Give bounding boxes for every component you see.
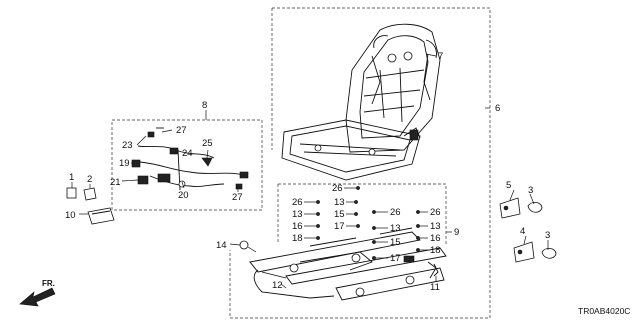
clip-part-1 [66, 187, 77, 199]
callout-col1-16: 16 [292, 221, 303, 232]
harness-group-box [111, 119, 263, 211]
front-direction-arrow-icon: FR. [19, 279, 56, 307]
rail-group-box [277, 183, 447, 244]
callout-col4-26: 26 [430, 207, 441, 218]
callout-col4-13: 13 [430, 221, 441, 232]
callout-3b: 3 [545, 230, 550, 241]
leader-lines [71, 53, 549, 289]
clip-part-11 [433, 263, 439, 277]
callout-11: 11 [430, 282, 440, 293]
callout-24: 24 [182, 148, 193, 159]
callout-7: 7 [438, 51, 443, 62]
callout-6: 6 [495, 103, 500, 114]
front-direction-label: FR. [42, 279, 55, 288]
callout-col2-26: 26 [332, 183, 343, 194]
callout-col2-13: 13 [334, 197, 345, 208]
callout-col1-18: 18 [292, 233, 303, 244]
seat-slide-rails [249, 227, 447, 301]
callout-10: 10 [65, 210, 76, 221]
callout-col3-15: 15 [390, 237, 401, 248]
callout-3a: 3 [528, 185, 533, 196]
callout-col4-18: 18 [430, 245, 441, 256]
connector-part-10 [87, 207, 115, 225]
callout-12: 12 [272, 280, 283, 291]
callout-20: 20 [178, 190, 189, 201]
cap-part-3b [541, 248, 557, 259]
bolt-part-14 [239, 240, 257, 253]
callout-col3-17: 17 [390, 253, 401, 264]
callout-9: 9 [454, 227, 459, 238]
cover-part-4 [513, 241, 535, 263]
wire-harness [131, 127, 249, 191]
callout-25: 25 [202, 138, 213, 149]
callout-23: 23 [122, 140, 133, 151]
callout-col1-13: 13 [292, 209, 303, 220]
cap-part-3a [527, 202, 543, 213]
callout-4: 4 [520, 226, 525, 237]
callout-21: 21 [110, 177, 121, 188]
callout-5: 5 [506, 180, 511, 191]
callout-27a: 27 [176, 125, 187, 136]
clip-part-2 [83, 187, 97, 201]
callout-col1-26: 26 [292, 197, 303, 208]
diagram-code: TR0AB4020C [578, 306, 630, 316]
seat-back-frame [345, 23, 441, 153]
callout-col3-26: 26 [390, 207, 401, 218]
callout-27b: 27 [232, 192, 243, 203]
seat-frame-outline [229, 7, 491, 319]
callout-col3-13: 13 [390, 223, 401, 234]
cover-part-5 [499, 197, 521, 219]
callout-col2-15: 15 [334, 209, 345, 220]
callout-labels: 7 6 8 9 14 12 11 1 2 10 5 3 4 3 27 23 25… [65, 51, 550, 293]
callout-8: 8 [202, 100, 207, 111]
seat-cushion-frame [281, 119, 421, 181]
screw-markers [316, 186, 420, 260]
callout-19: 19 [119, 158, 130, 169]
callout-col2-17: 17 [334, 221, 345, 232]
callout-2: 2 [87, 174, 92, 185]
callout-col4-16: 16 [430, 233, 441, 244]
callout-1: 1 [69, 172, 74, 183]
slide-lever-rod [253, 269, 335, 299]
callout-14: 14 [216, 240, 227, 251]
